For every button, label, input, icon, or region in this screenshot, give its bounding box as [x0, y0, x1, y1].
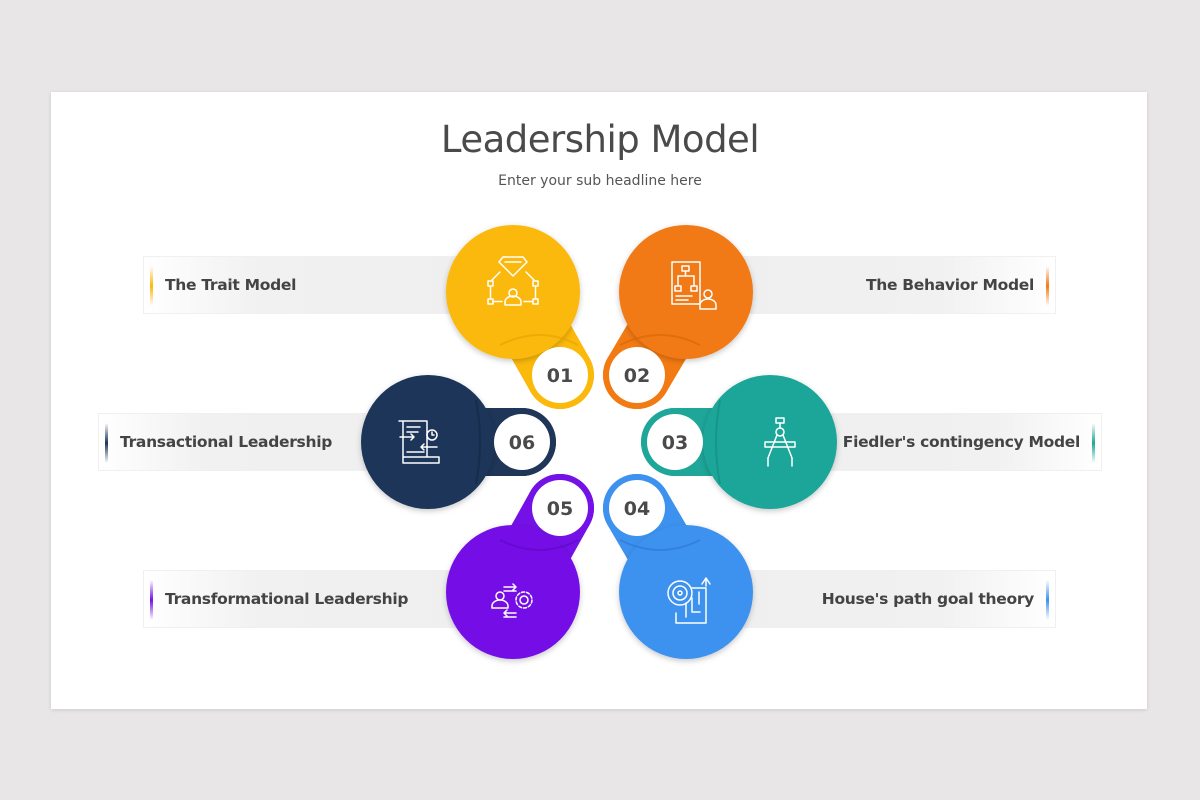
- person-gear-exchange-icon: [491, 583, 533, 618]
- label-text-04: House's path goal theory: [821, 590, 1035, 608]
- accent-line: [150, 266, 153, 306]
- accent-line: [1046, 580, 1049, 620]
- accent-line: [105, 423, 108, 463]
- label-text-06: Transactional Leadership: [120, 433, 333, 451]
- label-bar-06: Transactional Leadership: [98, 413, 398, 471]
- petal-01: 01: [446, 225, 594, 409]
- number-05: 05: [547, 498, 573, 520]
- number-01: 01: [547, 365, 573, 387]
- org-chart-document-person-icon: [671, 261, 717, 310]
- number-02: 02: [624, 365, 650, 387]
- accent-line: [1046, 266, 1049, 306]
- petal-03: 03: [641, 375, 837, 509]
- petal-02: 02: [603, 225, 753, 409]
- label-bar-04: House's path goal theory: [728, 570, 1056, 628]
- diamond-network-person-icon: [487, 256, 539, 306]
- page-subtitle: Enter your sub headline here: [498, 173, 702, 189]
- scroll-transaction-clock-icon: [398, 420, 440, 464]
- accent-line: [150, 580, 153, 620]
- accent-line: [1092, 423, 1095, 463]
- petal-04: 04: [603, 474, 753, 659]
- number-06: 06: [509, 432, 535, 454]
- label-text-03: Fiedler's contingency Model: [842, 433, 1081, 451]
- target-maze-icon: [667, 577, 711, 624]
- label-bar-03: Fiedler's contingency Model: [800, 413, 1102, 471]
- page-title: Leadership Model: [440, 118, 760, 161]
- petal-06: 06: [361, 375, 556, 509]
- label-text-05: Transformational Leadership: [165, 590, 409, 608]
- compass-drafting-icon: [764, 417, 796, 467]
- number-03: 03: [662, 432, 688, 454]
- number-04: 04: [624, 498, 650, 520]
- label-text-01: The Trait Model: [165, 276, 297, 294]
- petal-05: 05: [446, 474, 594, 659]
- label-text-02: The Behavior Model: [865, 276, 1034, 294]
- label-bar-05: Transformational Leadership: [143, 570, 473, 628]
- label-bar-02: The Behavior Model: [728, 256, 1056, 314]
